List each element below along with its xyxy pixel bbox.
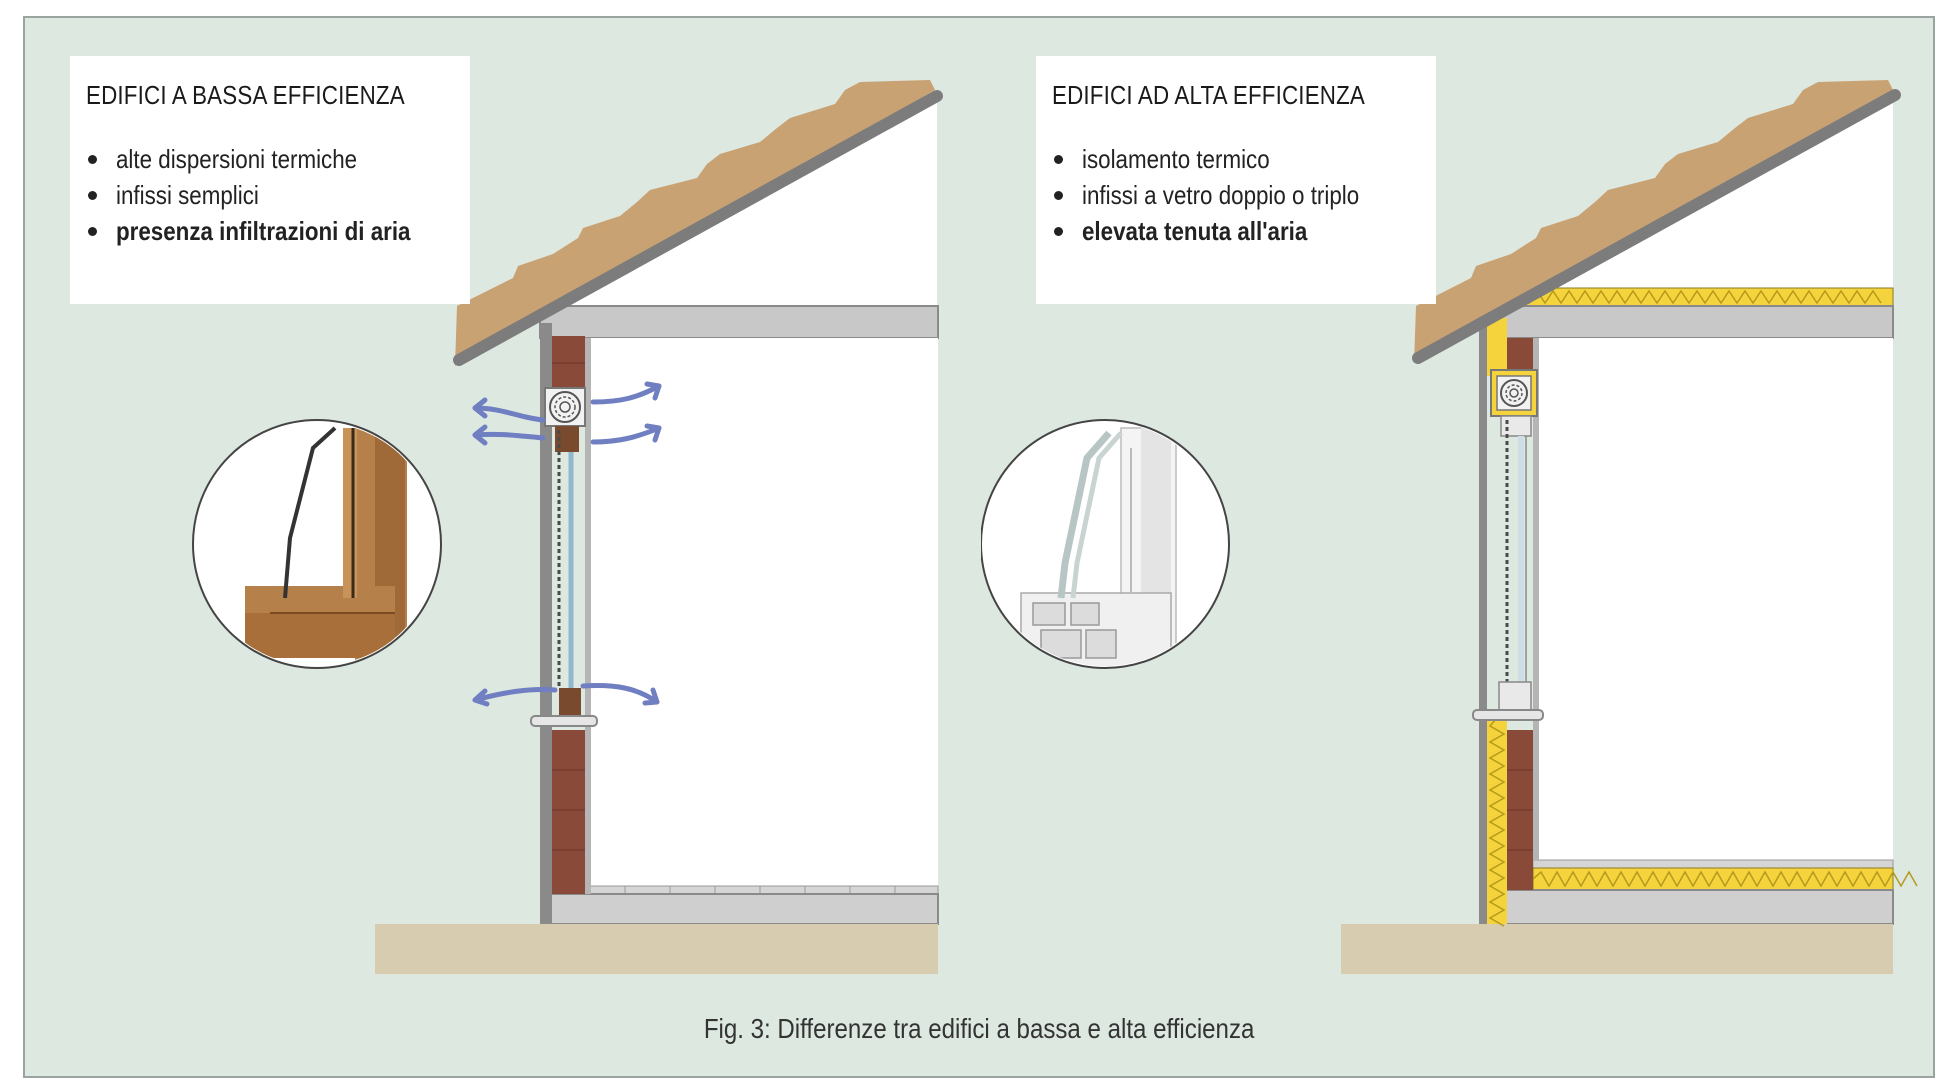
list-item: alte dispersioni termiche xyxy=(86,141,454,177)
window-sill xyxy=(530,715,598,727)
brick-wall-lower xyxy=(552,730,585,894)
wall-plaster-inner xyxy=(585,338,591,894)
window-frame-bottom xyxy=(1498,681,1532,711)
info-box-high-efficiency: EDIFICI AD ALTA EFFICIENZA isolamento te… xyxy=(1036,56,1436,304)
panel-high-efficiency: EDIFICI AD ALTA EFFICIENZA isolamento te… xyxy=(981,18,1933,1018)
floor-slab xyxy=(549,893,939,925)
high-efficiency-house-section xyxy=(981,80,1918,974)
wooden-window-frame-icon xyxy=(192,419,442,669)
ground xyxy=(1341,924,1893,974)
floor-tile-joints xyxy=(624,886,896,894)
roof xyxy=(1412,80,1901,364)
bullet-list: isolamento termico infissi a vetro doppi… xyxy=(1052,141,1420,249)
roof xyxy=(453,80,943,366)
figure: EDIFICI A BASSA EFFICIENZA alte dispersi… xyxy=(23,16,1935,1078)
list-item: elevata tenuta all'aria xyxy=(1052,213,1420,249)
wall-insulation-lower xyxy=(1487,718,1507,924)
info-box-low-efficiency: EDIFICI A BASSA EFFICIENZA alte dispersi… xyxy=(70,56,470,304)
floor-tiles xyxy=(1532,859,1894,869)
brick-wall-upper xyxy=(552,336,585,388)
list-item: infissi semplici xyxy=(86,177,454,213)
insulation-pattern xyxy=(1480,289,1882,305)
info-box-title: EDIFICI A BASSA EFFICIENZA xyxy=(86,80,405,110)
roof-slab xyxy=(1412,89,1901,364)
brick-joints xyxy=(552,362,585,851)
wall-plaster-outer xyxy=(1479,326,1487,924)
list-item: presenza infiltrazioni di aria xyxy=(86,213,454,249)
roller-shutter-box-icon xyxy=(544,387,586,427)
ground xyxy=(375,924,938,974)
list-item: isolamento termico xyxy=(1052,141,1420,177)
insulation-pattern xyxy=(1532,870,1918,888)
air-leak-arrow-icon xyxy=(472,381,662,707)
bullet-list: alte dispersioni termiche infissi sempli… xyxy=(86,141,454,249)
info-box-title: EDIFICI AD ALTA EFFICIENZA xyxy=(1052,80,1366,110)
roller-shutter-box-icon xyxy=(1490,369,1538,417)
insulation-pattern xyxy=(1488,717,1506,927)
wall-insulation-upper xyxy=(1487,318,1507,376)
low-efficiency-house-section xyxy=(192,80,943,974)
panel-low-efficiency: EDIFICI A BASSA EFFICIENZA alte dispersi… xyxy=(25,18,981,1018)
ceiling-slab xyxy=(539,305,939,339)
window-sill xyxy=(1472,709,1544,721)
wall-plaster-inner xyxy=(1533,338,1539,860)
figure-caption: Fig. 3: Differenze tra edifici a bassa e… xyxy=(703,1013,1255,1044)
list-item: infissi a vetro doppio o triplo xyxy=(1052,177,1420,213)
brick-joints xyxy=(1507,769,1533,851)
ceiling-slab xyxy=(1480,305,1894,339)
pvc-window-frame-icon xyxy=(981,419,1230,669)
wall-plaster-outer xyxy=(540,323,552,924)
floor-slab xyxy=(1497,889,1894,925)
floor-tiles xyxy=(584,885,939,895)
window-frame-bottom xyxy=(559,688,581,716)
window-frame-top xyxy=(1500,415,1532,437)
interior-room xyxy=(585,338,938,886)
roof-slab xyxy=(453,90,943,366)
interior-room xyxy=(1533,338,1893,860)
